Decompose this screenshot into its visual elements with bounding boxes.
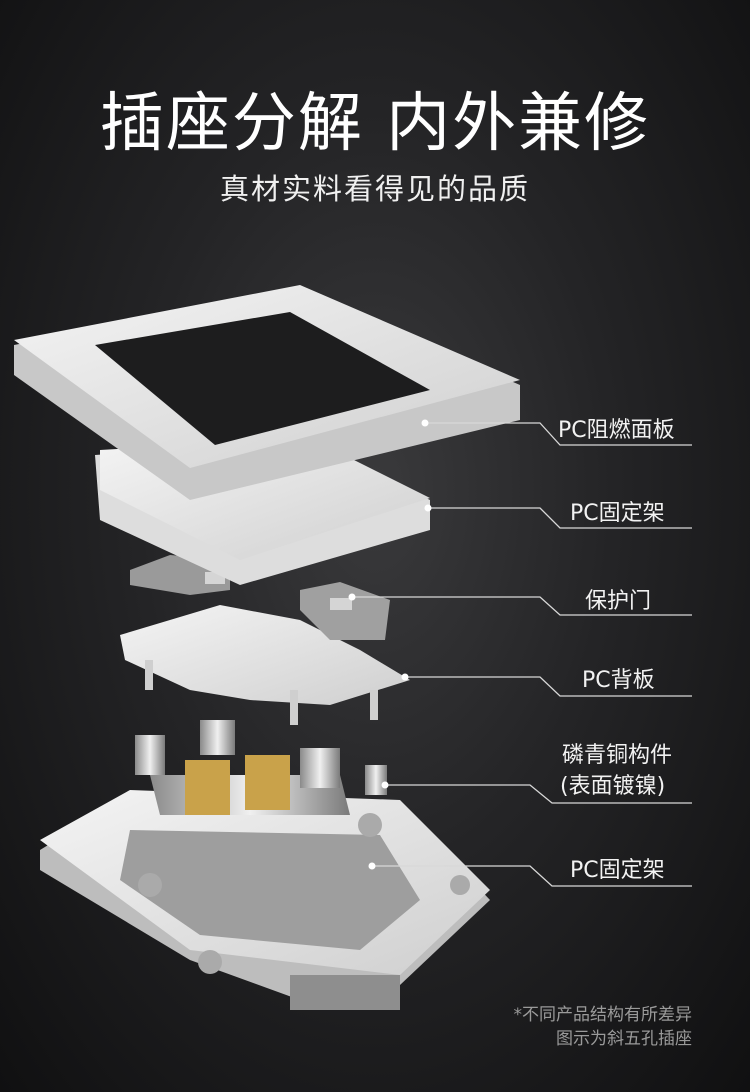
callout-label-back-plate: PC背板 <box>582 668 655 693</box>
footnote-line-1: *不同产品结构有所差异 <box>513 1005 693 1025</box>
page-title: 插座分解 内外兼修 <box>99 87 651 161</box>
callout-lines <box>352 422 692 887</box>
callout-label-shutter: 保护门 <box>585 589 652 614</box>
callout-label-fixing-frame: PC固定架 <box>570 501 665 526</box>
callout-label-panel: PC阻燃面板 <box>558 418 675 443</box>
callout-label-bronze-note: (表面镀镍) <box>560 774 666 799</box>
callout-label-bronze: 磷青铜构件 <box>562 743 673 768</box>
callout-label-base-frame: PC固定架 <box>570 858 665 883</box>
page-subtitle: 真材实料看得见的品质 <box>219 172 530 206</box>
phosphor-bronze-parts <box>135 720 387 815</box>
callout-dots <box>348 419 432 870</box>
pc-back-plate <box>120 605 410 725</box>
pc-flame-retardant-panel <box>14 285 520 500</box>
base-fixing-frame <box>40 790 490 1010</box>
footnote-line-2: 图示为斜五孔插座 <box>556 1029 692 1049</box>
